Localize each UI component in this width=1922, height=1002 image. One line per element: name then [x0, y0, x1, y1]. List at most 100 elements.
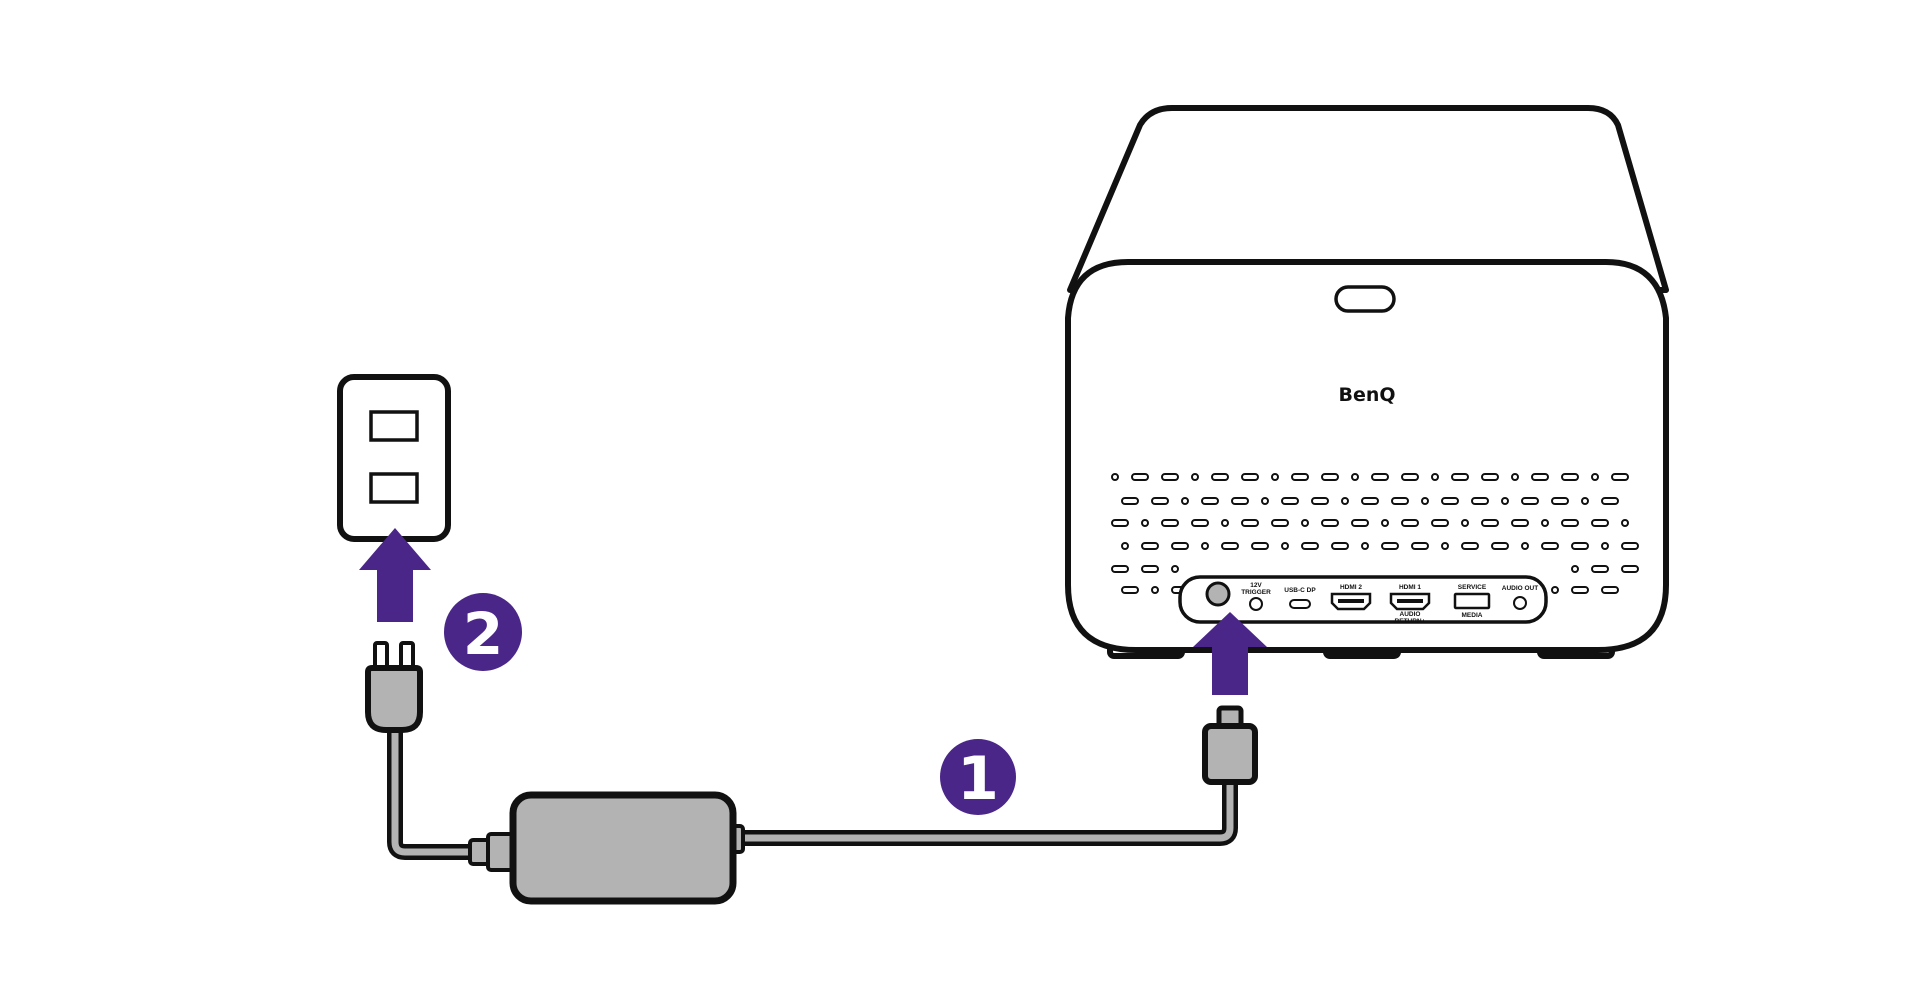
arc-label-1: AUDIO [1400, 611, 1421, 618]
service-usb-port [1453, 592, 1491, 610]
vent-slot [1371, 473, 1389, 481]
vent-slot [1461, 519, 1469, 527]
step-1-number: 1 [957, 744, 999, 814]
dc-in-port [1205, 581, 1231, 607]
vent-slot [1551, 586, 1559, 594]
hdmi2-port-contacts [1338, 599, 1364, 603]
step-1-arrow [1193, 612, 1267, 695]
vent-slot [1281, 542, 1289, 550]
vent-grille [1111, 473, 1639, 594]
vent-slot [1341, 497, 1349, 505]
vent-slot [1591, 565, 1609, 573]
hdmi1-port-label: HDMI 1 [1399, 584, 1421, 591]
power-cable [387, 702, 1238, 860]
vent-slot [1451, 473, 1469, 481]
vent-slot [1591, 473, 1599, 481]
vent-slot [1491, 542, 1509, 550]
step-2-arrow [359, 528, 431, 622]
usbc-port-label: USB-C DP [1284, 587, 1316, 594]
vent-slot [1201, 497, 1219, 505]
vent-slot [1471, 497, 1489, 505]
vent-slot [1621, 565, 1639, 573]
vent-slot [1431, 519, 1449, 527]
vent-slot [1511, 473, 1519, 481]
vent-slot [1461, 542, 1479, 550]
vent-slot [1111, 565, 1129, 573]
trigger-port [1249, 597, 1263, 611]
vent-slot [1621, 519, 1629, 527]
vent-slot [1351, 519, 1369, 527]
vent-slot [1271, 519, 1289, 527]
vent-slot [1401, 519, 1419, 527]
vent-slot [1221, 519, 1229, 527]
vent-slot [1481, 473, 1499, 481]
projector-top-cover [1067, 105, 1669, 293]
vent-slot [1141, 565, 1159, 573]
trigger-port-label-1: 12V [1250, 582, 1262, 589]
vent-slot [1111, 473, 1119, 481]
projector-body [1065, 259, 1669, 653]
ir-sensor-window [1334, 285, 1396, 313]
vent-slot [1141, 542, 1159, 550]
wall-outlet-plate [337, 374, 451, 542]
vent-slot [1321, 473, 1339, 481]
vent-slot [1511, 519, 1529, 527]
vent-slot [1431, 473, 1439, 481]
vent-slot [1231, 497, 1249, 505]
vent-slot [1121, 586, 1139, 594]
vent-slot [1441, 497, 1459, 505]
vent-slot [1321, 519, 1339, 527]
vent-slot [1351, 473, 1359, 481]
vent-slot [1221, 542, 1239, 550]
vent-slot [1161, 473, 1179, 481]
step-1-badge: 1 [940, 739, 1016, 815]
media-port-label: MEDIA [1462, 612, 1483, 619]
vent-slot [1601, 497, 1619, 505]
dc-connector [1202, 705, 1258, 785]
vent-slot [1191, 519, 1209, 527]
vent-slot [1581, 497, 1589, 505]
audio-out-port [1513, 596, 1527, 610]
vent-slot [1601, 542, 1609, 550]
wall-outlet-socket-bottom [369, 472, 419, 504]
vent-slot [1541, 519, 1549, 527]
vent-slot [1361, 497, 1379, 505]
vent-slot [1481, 519, 1499, 527]
vent-slot [1531, 473, 1549, 481]
vent-slot [1601, 586, 1619, 594]
vent-slot [1611, 473, 1629, 481]
vent-slot [1201, 542, 1209, 550]
vent-slot [1171, 565, 1179, 573]
vent-slot [1121, 542, 1129, 550]
vent-slot [1501, 497, 1509, 505]
hdmi1-port-contacts [1397, 599, 1423, 603]
vent-slot [1151, 586, 1159, 594]
vent-slot [1161, 519, 1179, 527]
vent-slot [1121, 497, 1139, 505]
vent-slot [1441, 542, 1449, 550]
vent-slot [1561, 473, 1579, 481]
vent-slot [1271, 473, 1279, 481]
vent-slot [1551, 497, 1569, 505]
service-port-label: SERVICE [1458, 584, 1487, 591]
projector: BenQ 12V TRIGGER USB-C DP HDMI 2 HDMI 1 … [1065, 105, 1669, 659]
vent-slot [1181, 497, 1189, 505]
vent-slot [1191, 473, 1199, 481]
dc-connector-body [1202, 723, 1258, 785]
vent-slot [1251, 542, 1269, 550]
brand-logo: BenQ [1338, 384, 1395, 406]
vent-slot [1361, 542, 1369, 550]
vent-slot [1561, 519, 1579, 527]
audio-out-label: AUDIO OUT [1502, 585, 1539, 592]
vent-slot [1331, 542, 1349, 550]
vent-slot [1301, 519, 1309, 527]
vent-slot [1261, 497, 1269, 505]
vent-slot [1131, 473, 1149, 481]
vent-slot [1521, 542, 1529, 550]
vent-slot [1521, 497, 1539, 505]
trigger-port-label-2: TRIGGER [1241, 589, 1271, 596]
hdmi2-port-label: HDMI 2 [1340, 584, 1362, 591]
vent-slot [1301, 542, 1319, 550]
vent-slot [1571, 586, 1589, 594]
vent-slot [1211, 473, 1229, 481]
